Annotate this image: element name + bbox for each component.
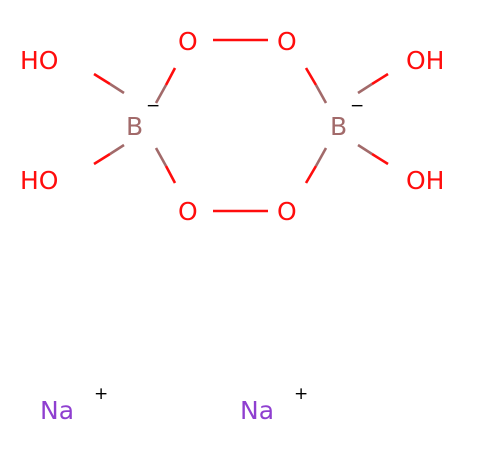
atom-oh-bottom-left: HO bbox=[20, 166, 58, 195]
charge-b-right: − bbox=[350, 96, 364, 116]
charge-b-left: − bbox=[146, 96, 160, 116]
atom-b-right: B bbox=[330, 112, 347, 141]
atom-o-top-right: O bbox=[277, 27, 297, 56]
bond-o-top-b-right-b bbox=[314, 84, 328, 104]
atom-o-bottom-right: O bbox=[277, 197, 297, 226]
bond-o-bottom-b-right bbox=[304, 165, 318, 184]
bond-oh-bottom-left-b bbox=[93, 152, 111, 166]
counterions: Na + Na + bbox=[40, 384, 308, 425]
bond-b-left-o-bottom bbox=[154, 147, 168, 167]
atoms: HO HO O O O O B − B − OH OH bbox=[20, 27, 444, 226]
ion-na-left: Na bbox=[40, 396, 74, 425]
charge-na-right: + bbox=[294, 384, 308, 404]
atom-o-top-left: O bbox=[178, 27, 198, 56]
bond-o-bottom-b-right-b bbox=[314, 147, 328, 167]
bond-b-right-oh-bottom bbox=[357, 143, 373, 156]
bond-oh-top-left-b-b bbox=[109, 82, 125, 95]
bond-b-left-o-top-o bbox=[164, 67, 177, 86]
ion-na-right: Na bbox=[240, 396, 274, 425]
bonds bbox=[93, 38, 389, 213]
atom-oh-top-left: HO bbox=[20, 46, 58, 75]
bond-b-left-o-top bbox=[154, 84, 168, 104]
atom-o-bottom-left: O bbox=[178, 197, 198, 226]
bond-b-right-oh-bottom-o bbox=[371, 152, 389, 166]
bond-b-left-o-bottom-o bbox=[164, 165, 177, 184]
bond-o-top-b-right bbox=[304, 67, 318, 86]
atom-oh-top-right: OH bbox=[406, 46, 444, 75]
bond-b-right-oh-top-o bbox=[371, 72, 389, 86]
bond-b-right-oh-top bbox=[357, 82, 373, 95]
charge-na-left: + bbox=[94, 384, 108, 404]
bond-oh-bottom-left-b-b bbox=[109, 143, 125, 156]
atom-b-left: B bbox=[126, 112, 143, 141]
bond-oh-top-left-b bbox=[93, 72, 111, 86]
atom-oh-bottom-right: OH bbox=[406, 166, 444, 195]
